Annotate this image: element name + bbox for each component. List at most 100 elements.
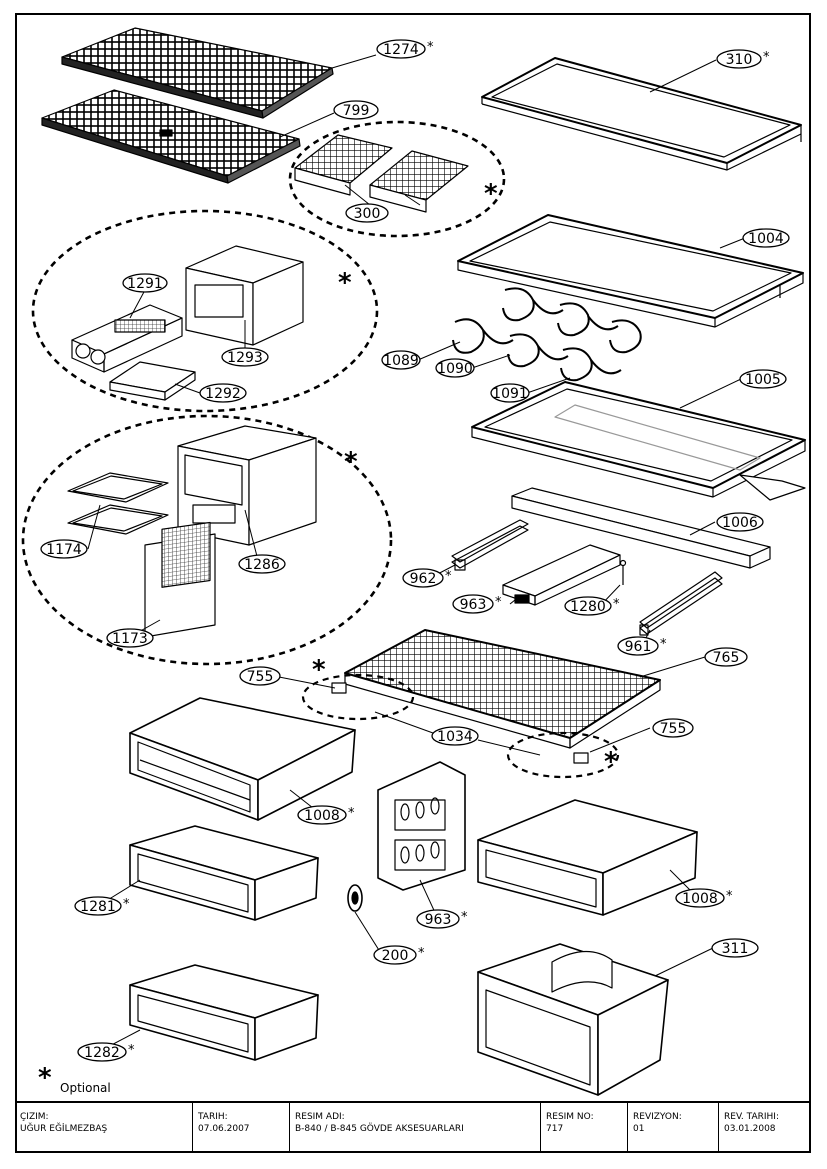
callout-c1282: 1282 *	[77, 1042, 135, 1062]
optional-star: *	[495, 595, 502, 610]
callout-c1286: 1286	[238, 554, 286, 574]
part-1274-shelf-cover	[61, 27, 334, 119]
part-1004-shelf-frame	[457, 214, 804, 328]
callout-c200: 200 *	[373, 945, 425, 965]
optional-star: *	[128, 1043, 135, 1058]
part-1281-drawer	[129, 825, 319, 921]
optional-star: *	[660, 637, 667, 652]
rev-tarihi-label: REV. TARIHI:	[724, 1112, 779, 1122]
optional-asterisks: * * * * *	[312, 179, 618, 777]
cizim-value: UĞUR EĞİLMEZBAŞ	[20, 1124, 108, 1134]
part-1089-1091-clips	[452, 287, 642, 382]
callout-c311: 311	[711, 938, 759, 958]
callout-c1034: 1034	[431, 726, 479, 746]
callout-label: 1292	[205, 386, 241, 402]
revizyon-label: REVIZYON:	[633, 1112, 682, 1122]
callout-c962: 962*	[402, 568, 452, 588]
part-310-shelf-frame	[481, 57, 802, 171]
callout-c1008a: 1008 *	[297, 805, 355, 825]
callout-label: 1006	[722, 515, 758, 531]
part-961-rail	[639, 571, 723, 636]
tarih-label: TARIH:	[198, 1112, 228, 1122]
part-799-shelf-cover	[41, 89, 301, 184]
part-963-lamp-housing	[502, 544, 621, 606]
svg-text:*: *	[338, 268, 352, 298]
optional-star: *	[418, 946, 425, 961]
optional-group-755-right	[506, 731, 620, 779]
cizim-label: ÇIZIM:	[20, 1112, 49, 1122]
callout-c961: 961 *	[617, 636, 667, 656]
title-cell-revizyon: REVIZYON: 01	[628, 1103, 719, 1153]
callout-label: 1090	[437, 361, 473, 377]
callout-c1281: 1281*	[74, 896, 130, 916]
callout-c799: 799	[333, 100, 379, 120]
title-cell-cizim: ÇIZIM: UĞUR EĞİLMEZBAŞ	[15, 1103, 193, 1153]
part-1008-drawer-left	[129, 697, 356, 821]
optional-star: *	[348, 806, 355, 821]
callout-label: 1174	[46, 542, 82, 558]
callout-label: 963	[425, 912, 452, 928]
callout-c765: 765	[704, 647, 748, 667]
callout-c1291: 1291	[122, 273, 168, 293]
callout-c1173: 1173	[106, 628, 154, 648]
callout-label: 1089	[383, 353, 419, 369]
part-765-wire-shelf	[344, 629, 661, 749]
optional-star: *	[726, 889, 733, 904]
callout-label: 1008	[304, 808, 340, 824]
optional-star: *	[763, 50, 770, 65]
callout-c1006: 1006	[716, 512, 764, 532]
callout-c310: 310 *	[716, 49, 770, 69]
part-300-ice-trays	[294, 134, 469, 213]
callout-label: 1091	[492, 386, 528, 402]
part-1008-drawer-right	[477, 799, 698, 916]
resim-adi-value: B-840 / B-845 GÖVDE AKSESUARLARI	[295, 1124, 464, 1134]
revizyon-value: 01	[633, 1124, 645, 1134]
callout-c1005: 1005	[739, 369, 787, 389]
callout-label: 1008	[682, 891, 718, 907]
callout-label: 310	[726, 52, 753, 68]
optional-star: *	[427, 40, 434, 55]
legend-text: Optional	[60, 1081, 111, 1095]
part-755-holders	[331, 682, 589, 764]
callout-label: 961	[625, 639, 652, 655]
svg-text:*: *	[344, 447, 358, 477]
legend-symbol: *	[38, 1063, 52, 1093]
part-962-rail	[451, 519, 529, 571]
title-cell-resim-adi: RESIM ADI: B-840 / B-845 GÖVDE AKSESUARL…	[290, 1103, 541, 1153]
svg-text:*: *	[484, 179, 498, 209]
callout-label: 1004	[748, 231, 784, 247]
part-1291-ice-bin	[71, 304, 183, 373]
callout-label: 200	[382, 948, 409, 964]
callout-label: 799	[343, 103, 370, 119]
callout-label: 1291	[127, 276, 163, 292]
callout-c1090: 1090	[435, 358, 475, 378]
callout-c300: 300	[345, 203, 389, 223]
title-cell-resim-no: RESIM NO: 717	[541, 1103, 628, 1153]
optional-star: *	[461, 910, 468, 925]
optional-group-ice-trays	[288, 120, 506, 238]
tarih-value: 07.06.2007	[198, 1124, 250, 1134]
optional-star: *	[123, 897, 130, 912]
part-1005-glass-shelf	[471, 381, 806, 501]
callout-c963b: 963 *	[416, 909, 468, 929]
callout-label: 1173	[112, 631, 148, 647]
callout-c755a: 755	[239, 666, 281, 686]
part-963-shelf-support	[377, 761, 466, 891]
callout-label: 1286	[244, 557, 280, 573]
callout-label: 1005	[745, 372, 781, 388]
callout-c1280: 1280 *	[564, 596, 620, 616]
callout-label: 1293	[227, 350, 263, 366]
title-block: ÇIZIM: UĞUR EĞİLMEZBAŞ TARIH: 07.06.2007…	[15, 1101, 811, 1153]
callout-label: 1280	[570, 599, 606, 615]
part-1293-container	[185, 245, 304, 346]
callout-c1089: 1089	[381, 350, 421, 370]
callout-c1292: 1292	[199, 383, 247, 403]
title-cell-rev-tarihi: REV. TARIHI: 03.01.2008	[719, 1103, 807, 1153]
callout-c755b: 755	[652, 718, 694, 738]
part-1174-seals	[67, 472, 169, 535]
callout-label: 1282	[84, 1045, 120, 1061]
optional-group-755-left	[301, 673, 415, 721]
part-1280-screw	[619, 559, 627, 585]
optional-star: *	[613, 597, 620, 612]
